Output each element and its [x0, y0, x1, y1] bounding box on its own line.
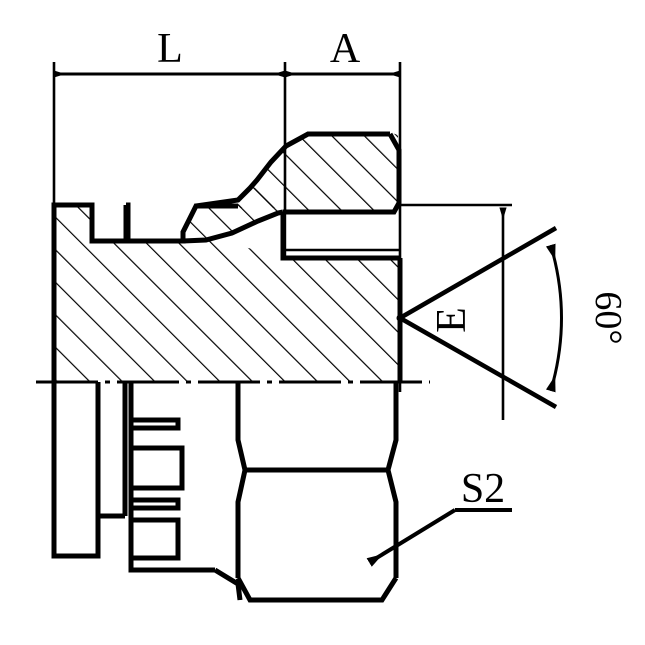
dimension-label-E: E — [429, 307, 475, 333]
dimension-label-cone-angle: 60° — [587, 291, 629, 344]
cone-angle-lines — [398, 226, 558, 409]
cone-angle-arc — [545, 243, 563, 393]
dimension-extension-lines — [52, 62, 402, 392]
dimension-E-extensions — [388, 203, 512, 384]
nipple-step-thin-lines — [283, 213, 400, 257]
s2-leader — [366, 508, 512, 567]
dimension-label-L: L — [157, 26, 183, 72]
inner-collar-hatch — [185, 207, 282, 241]
lower-external-view — [51, 382, 399, 603]
dimension-label-A: A — [330, 26, 361, 72]
cone-apex-point — [396, 314, 404, 322]
callout-label-S2: S2 — [461, 466, 505, 512]
